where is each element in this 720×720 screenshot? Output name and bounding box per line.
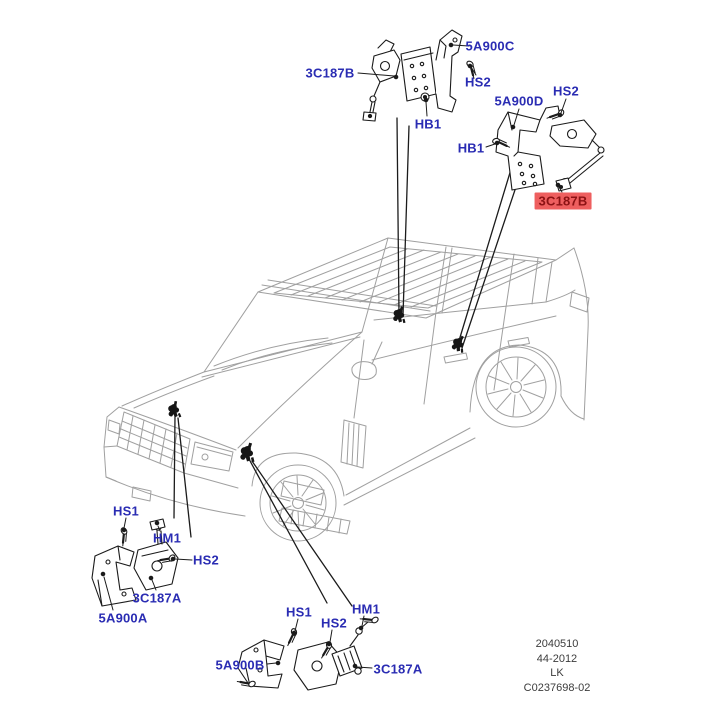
sensor-assembly-top <box>362 29 482 122</box>
part-label-3c187a-middle: 3C187A <box>373 661 423 677</box>
part-label-hb1-right: HB1 <box>457 140 485 156</box>
part-label-5a900d: 5A900D <box>494 93 544 109</box>
part-label-hs1-middle: HS1 <box>286 604 312 620</box>
callout-pointers <box>100 42 567 669</box>
screw-icon <box>282 626 301 647</box>
part-label-hs2-left: HS2 <box>193 552 219 568</box>
part-label-hm1-left: HM1 <box>152 530 182 546</box>
reference-number: 2040510 <box>535 638 579 650</box>
part-label-5a900b: 5A900B <box>215 657 265 673</box>
part-label-5a900c: 5A900C <box>465 38 515 54</box>
sensor-assembly-right <box>490 104 605 192</box>
mounting-clip-icon <box>166 400 182 419</box>
drawing-reference-block: 2040510 44-2012 LK C0237698-02 <box>524 637 591 695</box>
leader-lines <box>173 117 523 607</box>
sensor-assembly-bottom-middle <box>236 609 381 694</box>
part-label-3c187b-highlighted: 3C187B <box>534 192 592 210</box>
part-label-5a900a: 5A900A <box>98 610 148 626</box>
part-label-hs1-left: HS1 <box>113 503 139 519</box>
drawing-number: C0237698-02 <box>523 681 591 694</box>
part-label-hs2-right: HS2 <box>553 83 579 99</box>
part-label-hs2-middle: HS2 <box>321 615 347 631</box>
mounting-clip-icon <box>240 442 255 463</box>
reference-code: LK <box>550 667 564 679</box>
part-label-3c187b-top: 3C187B <box>305 65 355 81</box>
vehicle-line-drawing <box>103 237 590 542</box>
part-label-hs2-top: HS2 <box>465 74 491 90</box>
part-label-hb1-top: HB1 <box>414 116 442 132</box>
part-label-3c187a-left: 3C187A <box>132 590 182 606</box>
part-label-hm1-middle: HM1 <box>351 601 381 617</box>
sensor-assembly-bottom-left <box>91 518 179 607</box>
reference-date: 44-2012 <box>536 652 578 665</box>
body-mount-points <box>166 306 467 463</box>
